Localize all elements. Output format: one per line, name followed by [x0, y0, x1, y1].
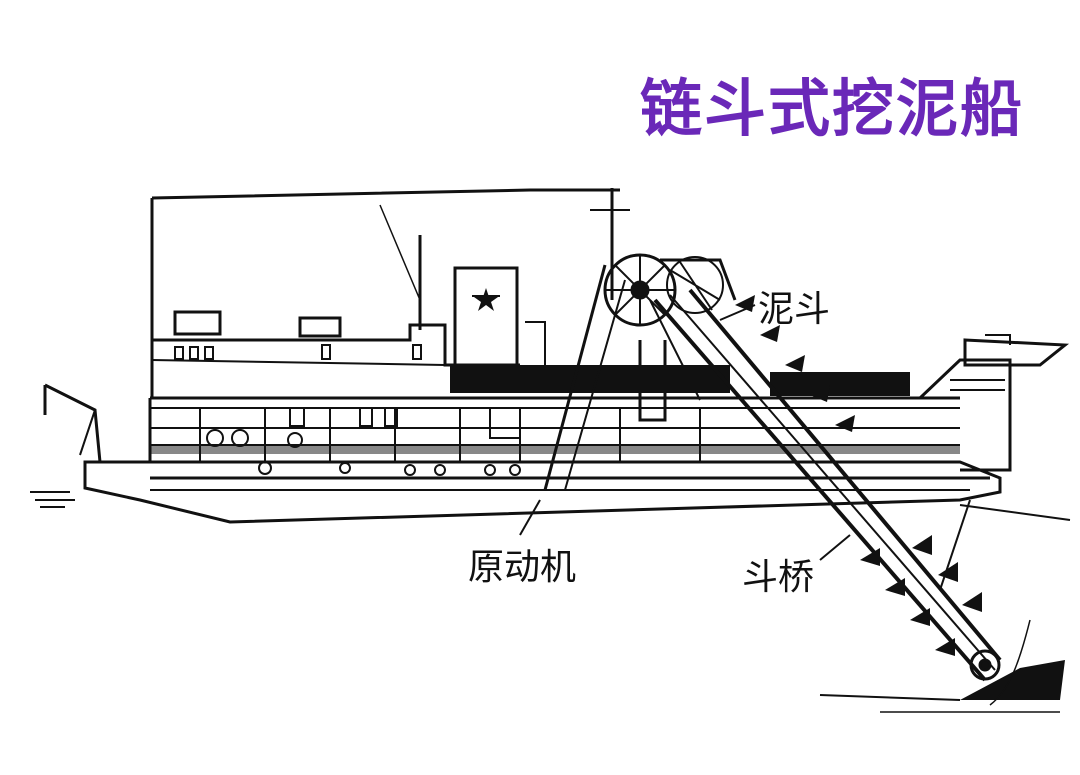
- water-surface: [30, 491, 1071, 521]
- masts: [379, 188, 630, 370]
- leader-lines: [519, 304, 851, 561]
- funnel: [453, 266, 519, 370]
- bucket-ladder: [653, 288, 1002, 682]
- label-bucket: 泥斗: [758, 289, 831, 330]
- bow-crane: [43, 383, 102, 463]
- funnel-star-icon: [474, 288, 498, 311]
- lower-tumbler: [969, 649, 1001, 681]
- bucket-chain: [735, 295, 982, 656]
- machinery-deck: [148, 365, 960, 476]
- hull: [83, 460, 1002, 524]
- superstructure: [150, 188, 620, 398]
- diagram-title: 链斗式挖泥船: [640, 72, 1025, 145]
- label-engine: 原动机: [468, 547, 577, 588]
- upper-tumbler: [603, 253, 724, 327]
- seabed-mud: [819, 619, 1065, 713]
- label-bucket-bridge: 斗桥: [742, 557, 815, 598]
- stern-hopper: [918, 334, 1070, 591]
